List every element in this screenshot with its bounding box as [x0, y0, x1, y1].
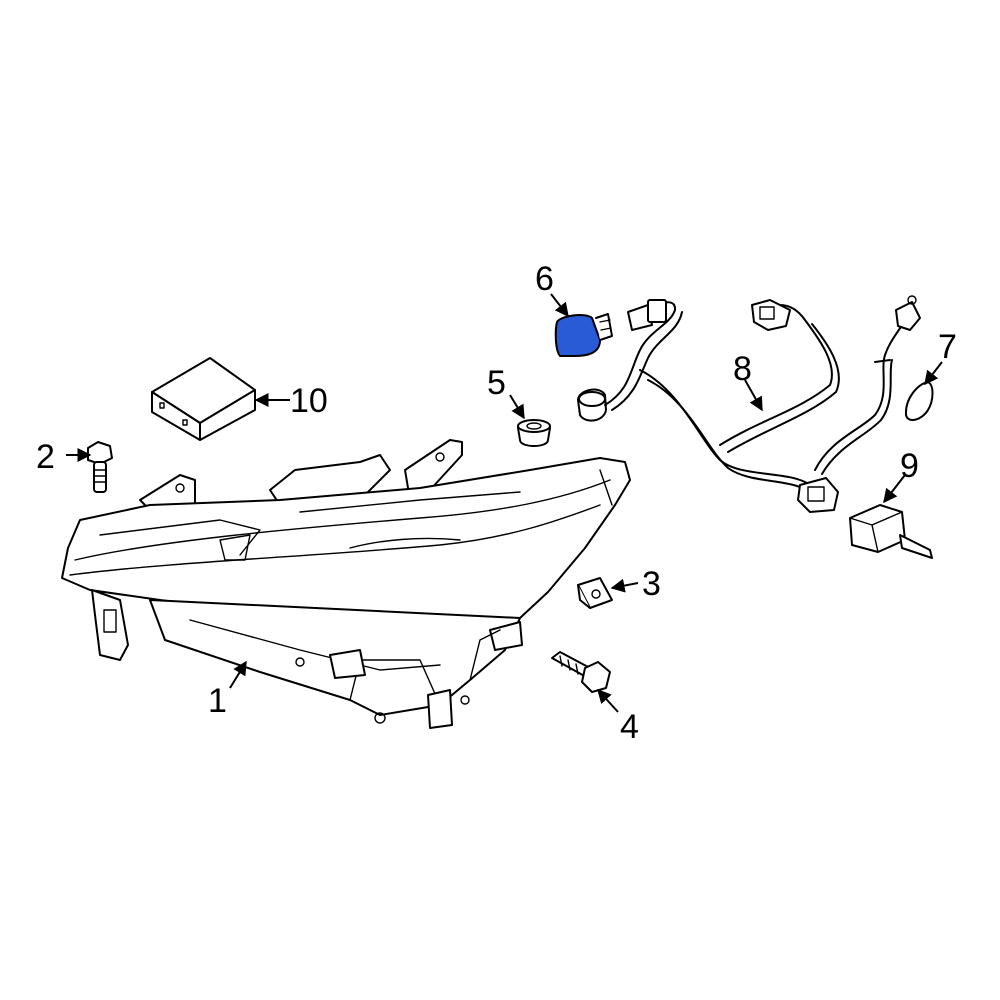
callout-3: 3: [642, 565, 661, 603]
sensor-part-9[interactable]: [849, 504, 933, 559]
callout-6: 6: [535, 260, 554, 298]
leader-lines: [66, 293, 943, 713]
control-module-part-10[interactable]: [151, 357, 256, 441]
clip-part-3[interactable]: [577, 577, 613, 609]
callout-7: 7: [938, 328, 957, 366]
bulb-socket[interactable]: [577, 388, 607, 422]
lamp-part-7[interactable]: [904, 381, 934, 422]
bolt-part-2[interactable]: [87, 441, 113, 493]
callout-2: 2: [36, 438, 55, 476]
callout-1: 1: [208, 682, 227, 720]
headlamp-assembly[interactable]: [61, 439, 631, 729]
callout-8: 8: [733, 350, 752, 388]
callout-10: 10: [290, 382, 328, 420]
callout-labels: 1 2 3 4 5 6 7 8 9 10: [36, 260, 957, 746]
wiring-harness-part-8[interactable]: [604, 295, 921, 513]
grommet-part-5[interactable]: [517, 419, 551, 447]
callout-9: 9: [900, 447, 919, 485]
bulb-part-6[interactable]: [554, 313, 613, 357]
callout-4: 4: [620, 708, 639, 746]
screw-part-4[interactable]: [551, 651, 611, 693]
callout-5: 5: [487, 364, 506, 402]
